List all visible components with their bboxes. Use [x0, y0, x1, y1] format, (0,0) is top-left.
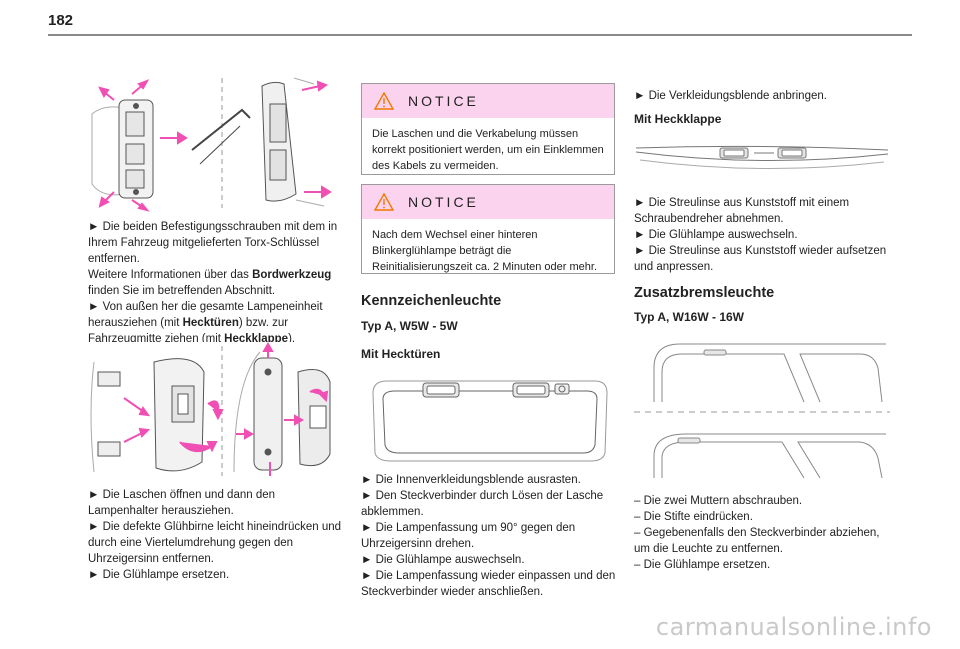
illustration-brake-lamp [634, 338, 890, 486]
step-unscrew-nuts: – Die zwei Muttern abschrauben. [634, 495, 803, 507]
illustration-lamp-holder-art [90, 342, 331, 476]
illustration-brake-lamp-art [634, 343, 890, 479]
illustration-license-lamp-doors-art [372, 380, 608, 462]
toolkit-reference: Weitere Informationen über das Bordwerkz… [88, 267, 346, 299]
step-pull-out-lamp: ► Von außen her die gesamte Lampeneinhei… [88, 299, 346, 347]
step-change-bulb: ► Die Glühlampe auswechseln. [361, 554, 525, 566]
subheading-type-w16w: Typ A, W16W - 16W [634, 310, 745, 324]
illustration-remove-screws [84, 74, 346, 212]
right-steps: ► Die Streulinse aus Kunststoff mit eine… [634, 195, 898, 275]
heading-third-brake-lamp: Zusatzbremsleuchte [634, 285, 775, 301]
illustration-lamp-holder [84, 342, 346, 480]
step-remove-lens: ► Die Streulinse aus Kunststoff mit eine… [634, 197, 850, 225]
step-fit-trim: ► Die Verkleidungsblende anbringen. [634, 90, 827, 102]
illustration-remove-screws-art [91, 77, 332, 212]
left-steps-2: ► Die Laschen öffnen und dann den Lampen… [88, 487, 346, 583]
step-unclip-trim: ► Die Innenverkleidungsblende ausrasten. [361, 474, 581, 486]
subheading-tailgate: Mit Heckklappe [634, 112, 722, 126]
step-pull-out-lamp-end: ). [288, 333, 296, 345]
notice-title-2: NOTICE [408, 194, 479, 210]
step-disconnect-lamp: – Gegebenenfalls den Steckverbinder abzi… [634, 527, 880, 555]
step-press-pins: – Die Stifte eindrücken. [634, 511, 753, 523]
notice-title-1: NOTICE [408, 93, 479, 109]
step-turn-holder: ► Die Lampenfassung um 90° gegen den Uhr… [361, 522, 576, 550]
step-replace-bulb: ► Die Glühlampe ersetzen. [88, 569, 230, 581]
subheading-rear-doors: Mit Hecktüren [361, 347, 441, 361]
step-pull-out-lamp-lead: ► Von außen her die gesamte Lampeneinhei… [88, 301, 323, 329]
toolkit-reference-tail: finden Sie im betreffenden Abschnitt. [88, 285, 276, 297]
subheading-type-w5w: Typ A, W5W - 5W [361, 319, 458, 333]
step-refit-lens: ► Die Streulinse aus Kunststoff wieder a… [634, 245, 887, 273]
notice-header-2: NOTICE [362, 185, 614, 219]
step-replace-brake-bulb: – Die Glühlampe ersetzen. [634, 559, 771, 571]
step-change-bulb-tailgate: ► Die Glühlampe auswechseln. [634, 229, 798, 241]
step-disconnect-connector: ► Den Steckverbinder durch Lösen der Las… [361, 490, 604, 518]
notice-body-1: Die Laschen und die Verkabelung müssen k… [372, 128, 604, 172]
rear-doors-text: Hecktüren [182, 317, 239, 329]
notice-header-1: NOTICE [362, 84, 614, 118]
illustration-license-lamp-tailgate [634, 138, 890, 176]
header-rule [48, 34, 912, 36]
illustration-license-lamp-doors [367, 373, 615, 465]
notice-box-1: NOTICE Die Laschen und die Verkabelung m… [361, 83, 615, 175]
step-remove-bulb: ► Die defekte Glühbirne leicht hineindrü… [88, 521, 342, 565]
right-step-top: ► Die Verkleidungsblende anbringen. [634, 88, 898, 104]
watermark: carmanualsonline.info [655, 613, 932, 641]
step-open-tabs: ► Die Laschen öffnen und dann den Lampen… [88, 489, 276, 517]
step-refit-holder: ► Die Lampenfassung wieder einpassen und… [361, 570, 616, 598]
illustration-license-lamp-tailgate-art [635, 145, 889, 170]
warning-triangle-icon [374, 193, 394, 211]
left-steps-1: ► Die beiden Befestigungsschrauben mit d… [88, 219, 346, 347]
right-steps-2: – Die zwei Muttern abschrauben. – Die St… [634, 493, 898, 573]
notice-body-2: Nach dem Wechsel einer hinteren Blinkerg… [372, 229, 598, 273]
toolkit-link-text: Bordwerkzeug [252, 269, 332, 281]
heading-license-plate-lamp: Kennzeichenleuchte [361, 293, 502, 309]
warning-triangle-icon [374, 92, 394, 110]
notice-box-2: NOTICE Nach dem Wechsel einer hinteren B… [361, 184, 615, 274]
toolkit-reference-lead: Weitere Informationen über das [88, 269, 249, 281]
middle-steps: ► Die Innenverkleidungsblende ausrasten.… [361, 472, 617, 600]
step-remove-screws: ► Die beiden Befestigungsschrauben mit d… [88, 221, 338, 265]
page-number: 182 [48, 12, 74, 29]
